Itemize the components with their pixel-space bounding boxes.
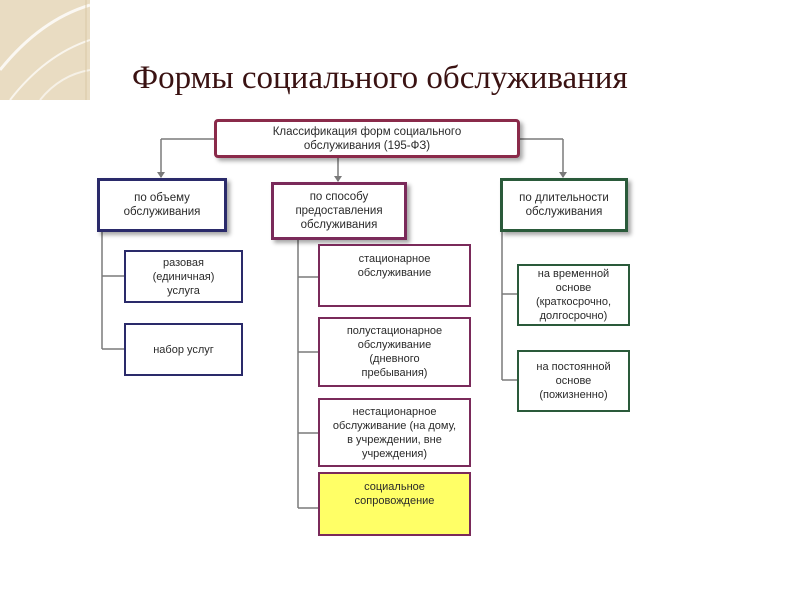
item-semi-stationary: полустационарное обслуживание (дневного … <box>318 317 471 387</box>
root-classification-box: Классификация форм социального обслужива… <box>214 119 520 158</box>
column-header-volume: по объему обслуживания <box>97 178 227 232</box>
arrow-head-icon <box>157 172 165 178</box>
item-social-support: социальное сопровождение <box>318 472 471 536</box>
item-non-stationary: нестационарное обслуживание (на дому, в … <box>318 398 471 467</box>
item-stationary: стационарное обслуживание <box>318 244 471 307</box>
decorative-corner-graphic <box>0 0 90 100</box>
column-header-duration: по длительности обслуживания <box>500 178 628 232</box>
item-permanent: на постоянной основе (пожизненно) <box>517 350 630 412</box>
column-header-method: по способу предоставления обслуживания <box>271 182 407 240</box>
item-temporary: на временной основе (краткосрочно, долго… <box>517 264 630 326</box>
arrow-head-icon <box>559 172 567 178</box>
item-single-service: разовая (единичная) услуга <box>124 250 243 303</box>
arrow-head-icon <box>334 176 342 182</box>
page-title: Формы социального обслуживания <box>132 60 628 96</box>
item-service-set: набор услуг <box>124 323 243 376</box>
